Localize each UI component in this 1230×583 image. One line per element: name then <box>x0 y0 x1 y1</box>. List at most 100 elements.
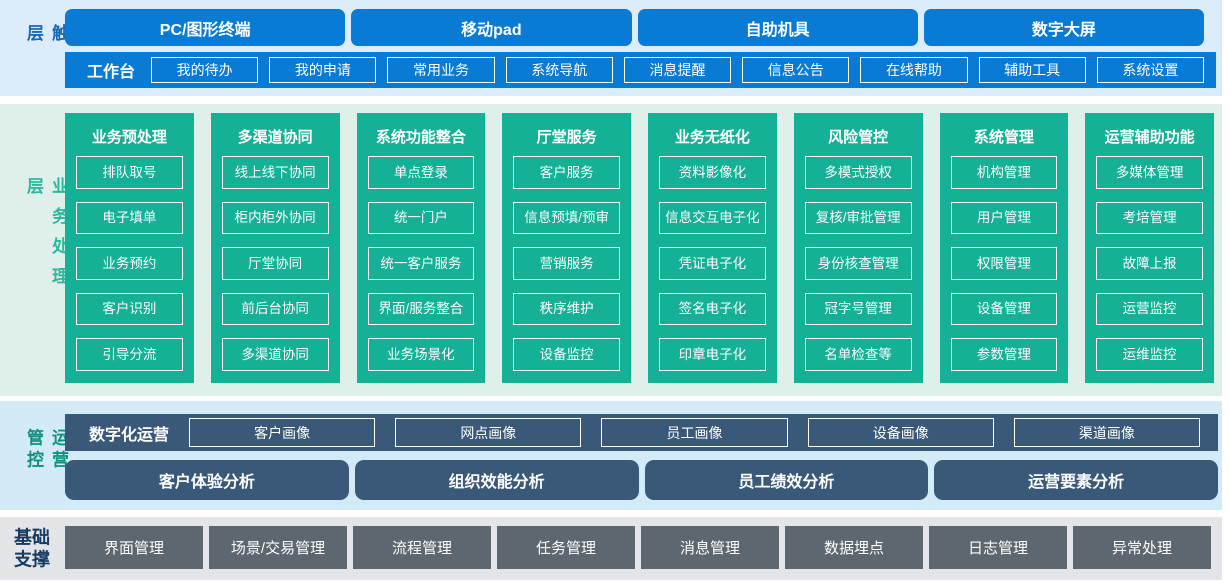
business-item[interactable]: 引导分流 <box>76 338 183 371</box>
business-item[interactable]: 多媒体管理 <box>1096 156 1203 189</box>
business-item[interactable]: 统一客户服务 <box>367 247 475 280</box>
business-column-title: 运营辅助功能 <box>1104 129 1195 146</box>
workbench-item[interactable]: 在线帮助 <box>860 57 968 83</box>
workbench-item[interactable]: 消息提醒 <box>623 57 732 83</box>
business-item[interactable]: 用户管理 <box>950 201 1058 235</box>
business-item[interactable]: 多模式授权 <box>804 156 912 189</box>
workbench-item[interactable]: 我的申请 <box>269 57 377 83</box>
business-item[interactable]: 凭证电子化 <box>659 247 766 280</box>
business-item[interactable]: 信息交互电子化 <box>659 201 766 235</box>
business-item[interactable]: 复核/审批管理 <box>804 201 912 235</box>
business-item[interactable]: 故障上报 <box>1096 247 1203 280</box>
business-item[interactable]: 秩序维护 <box>513 292 620 326</box>
digital-ops-label: 数字化运营 <box>89 426 170 444</box>
business-item[interactable]: 厅堂协同 <box>221 247 329 280</box>
business-layer-section: 业务处理层 业务预处理 排队取号 电子填单 业务预约 客户识别 引导分流 多渠道… <box>0 104 1222 396</box>
business-item[interactable]: 设备管理 <box>950 292 1058 326</box>
terminal-button[interactable]: PC/图形终端 <box>65 9 346 46</box>
analysis-button[interactable]: 组织效能分析 <box>354 460 639 500</box>
business-item[interactable]: 身份核查管理 <box>804 247 912 280</box>
business-item[interactable]: 权限管理 <box>950 247 1058 280</box>
digital-ops-item[interactable]: 渠道画像 <box>1013 418 1201 447</box>
business-item[interactable]: 印章电子化 <box>659 338 766 371</box>
digital-ops-item[interactable]: 客户画像 <box>189 418 376 447</box>
business-column: 多渠道协同 线上线下协同 柜内柜外协同 厅堂协同 前后台协同 多渠道协同 <box>210 113 340 383</box>
business-item[interactable]: 营销服务 <box>513 247 620 280</box>
foundation-layer-section: 基础支撑 界面管理 场景/交易管理 流程管理 任务管理 消息管理 数据埋点 日志… <box>0 517 1222 580</box>
foundation-item[interactable]: 数据埋点 <box>785 526 923 569</box>
analysis-row: 客户体验分析 组织效能分析 员工绩效分析 运营要素分析 <box>65 460 1218 500</box>
business-column-items: 排队取号 电子填单 业务预约 客户识别 引导分流 <box>76 156 183 371</box>
business-item[interactable]: 界面/服务整合 <box>367 292 475 326</box>
business-column-title: 风险管控 <box>828 129 889 146</box>
business-column-items: 多媒体管理 考培管理 故障上报 运营监控 运维监控 <box>1096 156 1203 371</box>
business-column-title: 业务预处理 <box>91 129 167 146</box>
workbench-item[interactable]: 信息公告 <box>742 57 850 83</box>
contact-layer-section: 接触层 PC/图形终端 移动pad 自助机具 数字大屏 工作台 我的待办 我的申… <box>0 0 1222 96</box>
business-column-title: 系统管理 <box>973 129 1034 146</box>
workbench-item[interactable]: 系统设置 <box>1096 57 1204 83</box>
analysis-button[interactable]: 运营要素分析 <box>934 460 1218 500</box>
terminal-button[interactable]: 移动pad <box>351 9 632 46</box>
business-item[interactable]: 多渠道协同 <box>221 338 329 371</box>
business-item[interactable]: 考培管理 <box>1096 201 1203 235</box>
business-item[interactable]: 机构管理 <box>950 156 1058 189</box>
foundation-item[interactable]: 消息管理 <box>641 526 779 569</box>
operations-layer-section: 运营管控 数字化运营 客户画像 网点画像 员工画像 设备画像 渠道画像 客户体验… <box>0 401 1222 510</box>
foundation-item[interactable]: 界面管理 <box>65 526 203 569</box>
digital-ops-item[interactable]: 设备画像 <box>807 418 994 447</box>
business-item[interactable]: 前后台协同 <box>221 292 329 326</box>
business-item[interactable]: 运营监控 <box>1096 292 1203 326</box>
business-item[interactable]: 参数管理 <box>950 338 1058 371</box>
digital-ops-item[interactable]: 网点画像 <box>395 418 582 447</box>
terminal-row: PC/图形终端 移动pad 自助机具 数字大屏 <box>65 9 1204 46</box>
business-item[interactable]: 业务预约 <box>76 247 183 280</box>
workbench-bar: 工作台 我的待办 我的申请 常用业务 系统导航 消息提醒 信息公告 在线帮助 辅… <box>65 52 1216 88</box>
business-column-items: 多模式授权 复核/审批管理 身份核查管理 冠字号管理 名单检查等 <box>804 156 912 371</box>
business-item[interactable]: 线上线下协同 <box>221 156 329 189</box>
digital-ops-bar: 数字化运营 客户画像 网点画像 员工画像 设备画像 渠道画像 <box>65 414 1218 451</box>
business-item[interactable]: 信息预填/预审 <box>513 201 620 235</box>
business-item[interactable]: 排队取号 <box>76 156 183 189</box>
business-column-items: 单点登录 统一门户 统一客户服务 界面/服务整合 业务场景化 <box>367 156 475 371</box>
business-column: 运营辅助功能 多媒体管理 考培管理 故障上报 运营监控 运维监控 <box>1085 113 1214 383</box>
workbench-label: 工作台 <box>87 64 136 81</box>
analysis-button[interactable]: 客户体验分析 <box>65 460 349 500</box>
business-column-items: 客户服务 信息预填/预审 营销服务 秩序维护 设备监控 <box>513 156 620 371</box>
business-item[interactable]: 单点登录 <box>367 156 475 189</box>
business-item[interactable]: 设备监控 <box>513 338 620 371</box>
workbench-item[interactable]: 我的待办 <box>151 57 259 83</box>
business-item[interactable]: 资料影像化 <box>659 156 766 189</box>
business-item[interactable]: 柜内柜外协同 <box>221 201 329 235</box>
business-column-title: 系统功能整合 <box>375 129 466 146</box>
foundation-item[interactable]: 场景/交易管理 <box>209 526 347 569</box>
foundation-items: 界面管理 场景/交易管理 流程管理 任务管理 消息管理 数据埋点 日志管理 异常… <box>65 526 1211 569</box>
terminal-button[interactable]: 自助机具 <box>637 9 918 46</box>
business-column: 风险管控 多模式授权 复核/审批管理 身份核查管理 冠字号管理 名单检查等 <box>793 113 923 383</box>
business-item[interactable]: 客户服务 <box>513 156 620 189</box>
business-item[interactable]: 电子填单 <box>76 201 183 235</box>
foundation-layer-label: 基础支撑 <box>14 527 50 570</box>
business-item[interactable]: 业务场景化 <box>367 338 475 371</box>
workbench-item[interactable]: 辅助工具 <box>978 57 1086 83</box>
business-item[interactable]: 签名电子化 <box>659 292 766 326</box>
business-column: 业务预处理 排队取号 电子填单 业务预约 客户识别 引导分流 <box>65 113 194 383</box>
foundation-item[interactable]: 任务管理 <box>497 526 635 569</box>
terminal-button[interactable]: 数字大屏 <box>923 9 1204 46</box>
workbench-items: 我的待办 我的申请 常用业务 系统导航 消息提醒 信息公告 在线帮助 辅助工具 … <box>151 57 1204 83</box>
workbench-item[interactable]: 系统导航 <box>505 57 613 83</box>
business-item[interactable]: 冠字号管理 <box>804 292 912 326</box>
business-item[interactable]: 名单检查等 <box>804 338 912 371</box>
business-item[interactable]: 客户识别 <box>76 292 183 326</box>
workbench-item[interactable]: 常用业务 <box>387 57 495 83</box>
analysis-button[interactable]: 员工绩效分析 <box>644 460 929 500</box>
business-column-title: 业务无纸化 <box>674 129 750 146</box>
business-item[interactable]: 运维监控 <box>1096 338 1203 371</box>
digital-ops-item[interactable]: 员工画像 <box>601 418 788 447</box>
business-column: 系统管理 机构管理 用户管理 权限管理 设备管理 参数管理 <box>939 113 1069 383</box>
foundation-item[interactable]: 流程管理 <box>353 526 491 569</box>
business-item[interactable]: 统一门户 <box>367 201 475 235</box>
foundation-item[interactable]: 日志管理 <box>929 526 1067 569</box>
foundation-item[interactable]: 异常处理 <box>1073 526 1211 569</box>
